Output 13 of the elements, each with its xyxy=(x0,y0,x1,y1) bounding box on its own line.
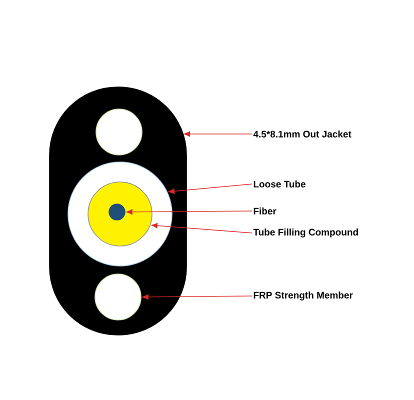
filling-compound-drawing xyxy=(88,182,152,246)
fiber-drawing xyxy=(108,204,126,220)
leader-line xyxy=(184,131,252,137)
part-label: FRP Strength Member xyxy=(254,292,353,300)
leader-line xyxy=(168,184,252,194)
part-label: 4.5*8.1mm Out Jacket xyxy=(253,130,352,138)
leader-line xyxy=(142,294,252,300)
leader-line xyxy=(151,222,252,234)
strength-member-drawing xyxy=(94,274,142,320)
part-label: Tube Filling Compound xyxy=(253,228,358,238)
part-label: Fiber xyxy=(254,208,276,214)
part-label: Loose Tube xyxy=(254,180,306,188)
leader-line xyxy=(126,209,252,215)
